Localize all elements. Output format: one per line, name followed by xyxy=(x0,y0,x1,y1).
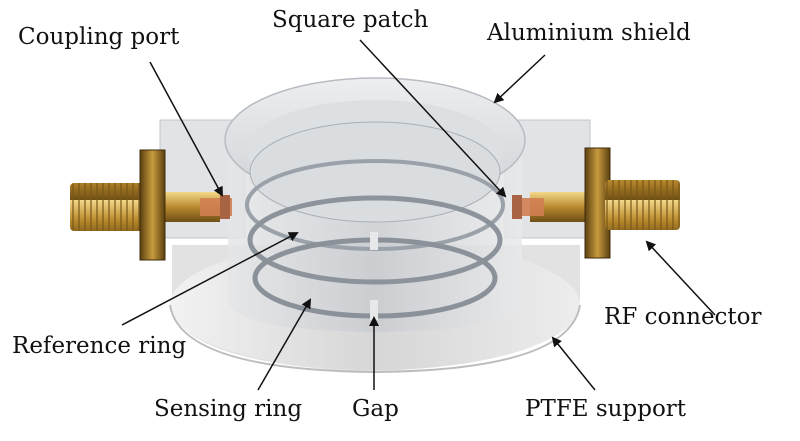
arrow-aluminium-shield xyxy=(493,54,546,104)
ptfe-support-label: PTFE support xyxy=(525,396,687,422)
arrow-sensing-ring xyxy=(257,298,312,391)
gap-label: Gap xyxy=(352,396,399,422)
arrow-square-patch xyxy=(359,39,507,198)
arrow-coupling-port xyxy=(149,61,223,197)
gap-marker-upper xyxy=(370,232,378,250)
arrow-ptfe-support xyxy=(551,336,596,391)
reference-ring-shape xyxy=(247,195,503,285)
right-coupling-port xyxy=(512,192,585,222)
leader-lines xyxy=(121,39,716,391)
arrow-reference-ring xyxy=(121,232,299,326)
sensing-ring-label: Sensing ring xyxy=(154,396,303,422)
aluminium-shield-label: Aluminium shield xyxy=(487,20,691,46)
square-patch-label: Square patch xyxy=(272,7,429,33)
gap-marker-lower xyxy=(370,300,378,320)
arrow-rf-connector xyxy=(645,240,716,316)
coupling-port-label: Coupling port xyxy=(18,24,180,50)
right-rf-connector xyxy=(584,147,680,259)
left-rf-connector xyxy=(70,149,166,261)
reference-ring-label: Reference ring xyxy=(12,333,187,359)
rf-connector-label: RF connector xyxy=(604,304,762,330)
left-coupling-port xyxy=(165,192,232,222)
